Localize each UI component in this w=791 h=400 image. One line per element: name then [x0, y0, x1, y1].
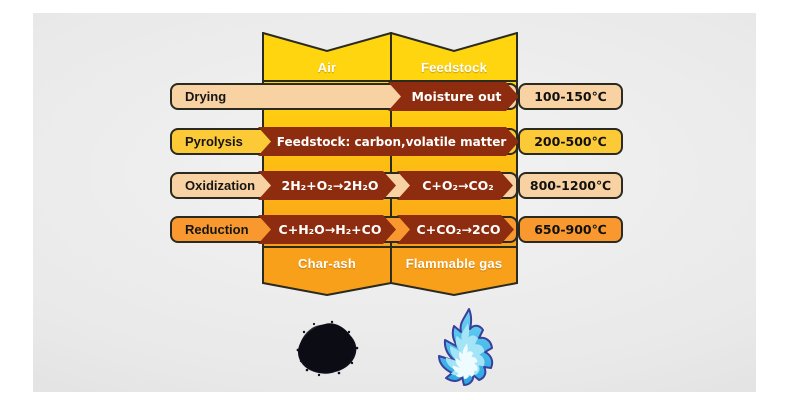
- banner-ribbon-shape: [390, 246, 518, 296]
- flow-chevron: C+CO₂→2CO: [397, 215, 514, 244]
- banner-flammable-gas-label: Flammable gas: [405, 256, 503, 271]
- banner-ribbon-shape: [390, 32, 518, 82]
- stage-label: Drying: [185, 89, 227, 104]
- flow-chevron: 2H₂+O₂→2H₂O: [258, 171, 396, 200]
- stage-label: Oxidization: [185, 178, 256, 193]
- banner-air: Air: [262, 32, 392, 82]
- temperature-badge: 100-150℃: [518, 83, 623, 110]
- stage-label: Pyrolysis: [185, 134, 243, 149]
- flow-chevron: C+O₂→CO₂: [397, 171, 513, 200]
- blue-flame-icon: [425, 306, 503, 392]
- temperature-badge: 200-500℃: [518, 128, 623, 155]
- banner-flammable-gas: Flammable gas: [390, 246, 518, 296]
- banner-air-label: Air: [317, 60, 337, 75]
- flow-chevron: C+H₂O→H₂+CO: [258, 215, 396, 244]
- flow-chevron: Moisture out: [388, 82, 519, 111]
- stage-label: Reduction: [185, 222, 249, 237]
- banner-char-ash-label: Char-ash: [298, 256, 356, 271]
- banner-feedstock-label: Feedstock: [420, 60, 488, 75]
- char-powder-icon: [292, 320, 362, 378]
- temperature-badge: 800-1200℃: [518, 172, 623, 199]
- banner-feedstock: Feedstock: [390, 32, 518, 82]
- flow-chevron: Feedstock: carbon,volatile matter: [258, 127, 519, 156]
- temperature-badge: 650-900℃: [518, 216, 623, 243]
- banner-char-ash: Char-ash: [262, 246, 392, 296]
- banner-ribbon-shape: [262, 246, 392, 296]
